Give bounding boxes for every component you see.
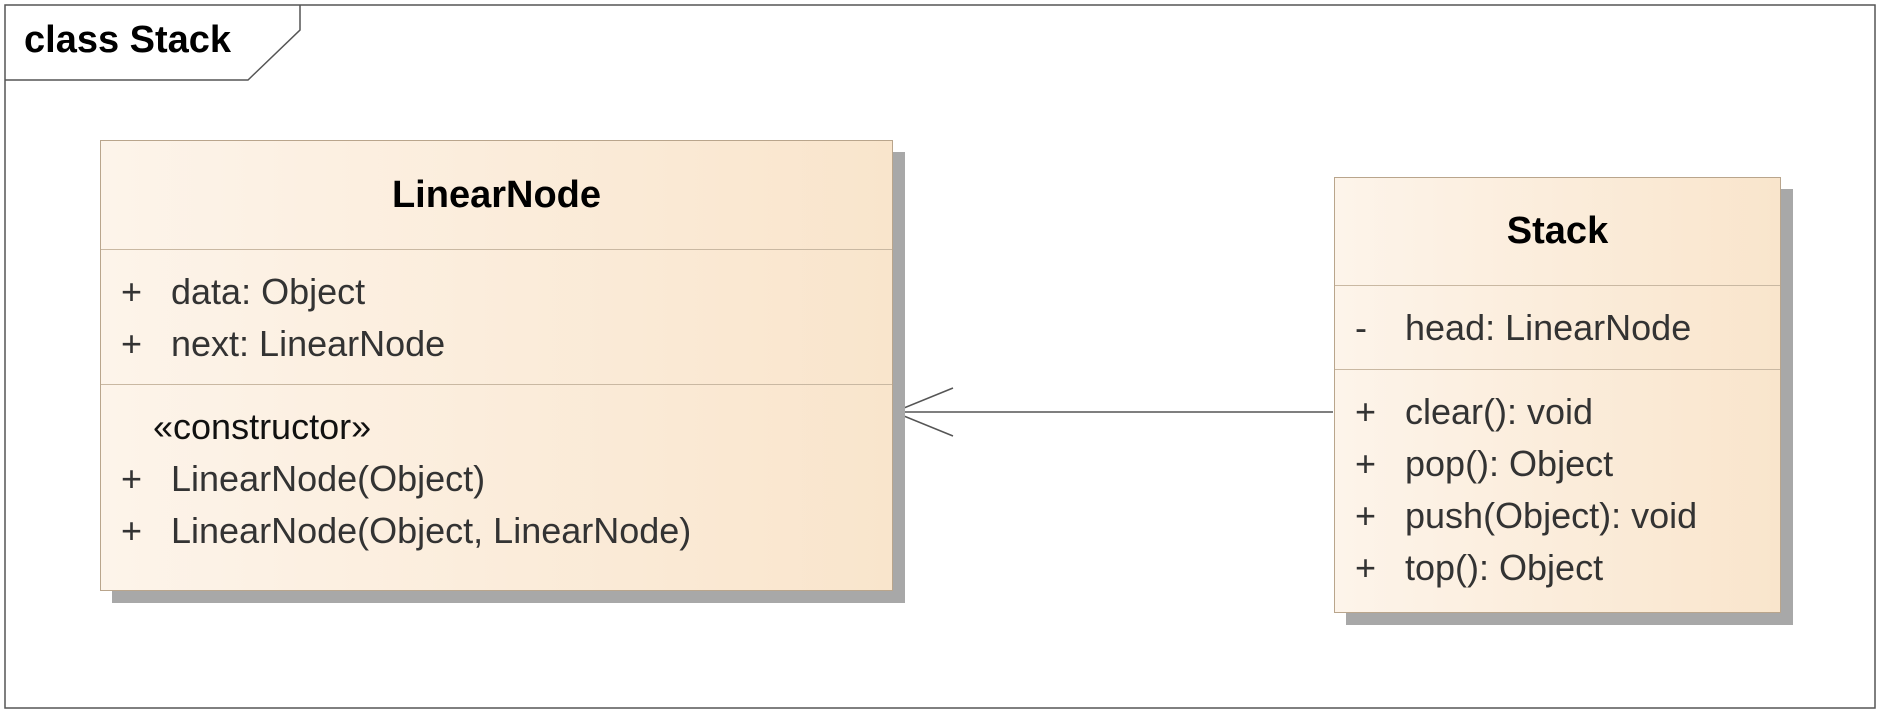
visibility-marker: + — [1355, 495, 1377, 536]
operation-text: LinearNode(Object, LinearNode) — [171, 510, 692, 551]
attribute-text: data: Object — [171, 271, 366, 312]
operation-row: + pop(): Object — [1335, 438, 1780, 490]
frame-border — [4, 4, 1876, 709]
class-stack[interactable]: Stack - head: LinearNode + clear(): void… — [1334, 177, 1781, 613]
attribute-row: + data: Object — [101, 266, 892, 318]
class-name-linear-node: LinearNode — [101, 141, 892, 250]
operations-compartment: «constructor» + LinearNode(Object) + Lin… — [101, 385, 892, 557]
operation-row: + clear(): void — [1335, 386, 1780, 438]
stereotype-label: «constructor» — [153, 406, 372, 447]
visibility-marker: + — [1355, 391, 1377, 432]
attribute-row: + next: LinearNode — [101, 318, 892, 370]
visibility-marker: + — [1355, 443, 1377, 484]
operation-text: push(Object): void — [1405, 495, 1698, 536]
operation-text: clear(): void — [1405, 391, 1594, 432]
operation-text: top(): Object — [1405, 547, 1604, 588]
visibility-marker: - — [1355, 307, 1367, 348]
operation-row: + LinearNode(Object, LinearNode) — [101, 505, 892, 557]
attribute-text: next: LinearNode — [171, 323, 446, 364]
visibility-marker: + — [1355, 547, 1377, 588]
class-name-stack: Stack — [1335, 178, 1780, 286]
attributes-compartment: - head: LinearNode — [1335, 286, 1780, 370]
association-arrowhead — [892, 387, 954, 437]
visibility-marker: + — [121, 271, 143, 312]
operations-compartment: + clear(): void + pop(): Object + push(O… — [1335, 370, 1780, 594]
frame-title: class Stack — [24, 19, 232, 61]
visibility-marker: + — [121, 458, 143, 499]
attribute-text: head: LinearNode — [1405, 307, 1692, 348]
operation-row: + LinearNode(Object) — [101, 453, 892, 505]
visibility-marker: + — [121, 323, 143, 364]
attributes-compartment: + data: Object + next: LinearNode — [101, 250, 892, 385]
class-linear-node[interactable]: LinearNode + data: Object + next: Linear… — [100, 140, 893, 591]
frame-title-tab — [5, 5, 301, 81]
operation-row: + top(): Object — [1335, 542, 1780, 594]
operation-row: + push(Object): void — [1335, 490, 1780, 542]
operation-text: pop(): Object — [1405, 443, 1614, 484]
visibility-marker: + — [121, 510, 143, 551]
operation-text: LinearNode(Object) — [171, 458, 486, 499]
attribute-row: - head: LinearNode — [1335, 302, 1780, 354]
